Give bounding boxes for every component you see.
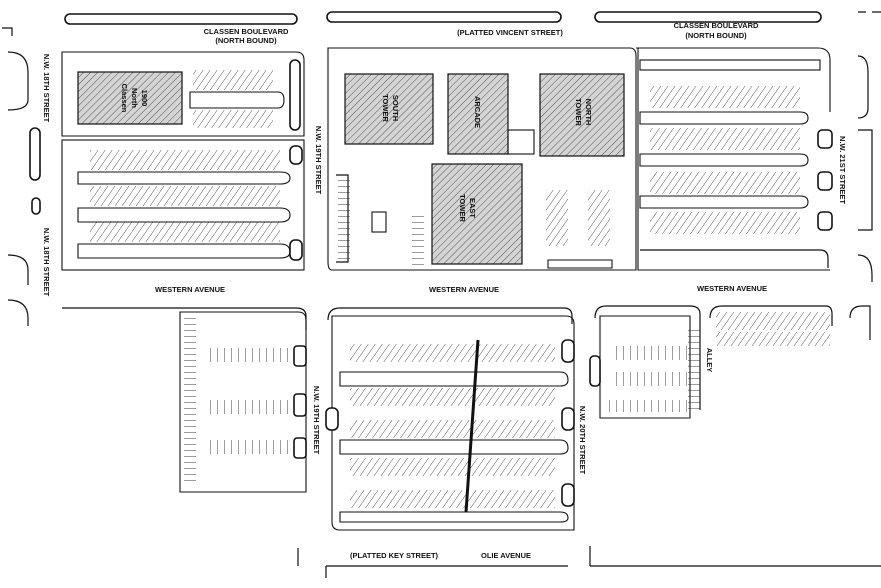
label-nw-19th-upper: N.W. 19TH STREET: [314, 126, 323, 195]
olie-avenue-medians: [297, 546, 881, 578]
western-avenue-medians: [62, 305, 871, 410]
block-south-central: [325, 315, 575, 531]
label-north-tower-line1: NORTH: [584, 99, 593, 126]
label-nw-19th-lower: N.W. 19TH STREET: [312, 386, 321, 455]
label-platted-key: (PLATTED KEY STREET): [350, 551, 439, 560]
block-west-middle: [61, 139, 305, 271]
label-nw-18th-upper: N.W. 18TH STREET: [42, 54, 51, 123]
label-olie-avenue: OLIE AVENUE: [481, 551, 531, 560]
label-nw-21st: N.W. 21ST STREET: [838, 136, 847, 204]
label-north: North: [130, 88, 139, 108]
label-western-west: WESTERN AVENUE: [155, 285, 225, 294]
building-1900-north-classen: [77, 71, 183, 125]
label-classen-east: CLASSEN BOULEVARD: [674, 21, 759, 30]
label-classen-west-north-bound: (NORTH BOUND): [215, 36, 277, 45]
label-south-tower-line1: SOUTH: [391, 95, 400, 121]
label-classen: Classen: [120, 84, 129, 113]
label-classen-east-north-bound: (NORTH BOUND): [685, 31, 747, 40]
label-north-tower-line2: TOWER: [574, 98, 583, 126]
classen-boulevard-medians: [64, 11, 881, 25]
label-nw-20th: N.W. 20TH STREET: [578, 406, 587, 475]
label-nw-18th-lower: N.W. 18TH STREET: [42, 228, 51, 297]
label-arcade: ARCADE: [473, 96, 482, 128]
label-platted-vincent: (PLATTED VINCENT STREET): [457, 28, 563, 37]
building-south-tower: [344, 73, 434, 145]
block-west-north: [61, 51, 305, 137]
label-east-tower-line2: TOWER: [458, 194, 467, 222]
label-western-mid: WESTERN AVENUE: [429, 285, 499, 294]
label-alley: ALLEY: [705, 348, 714, 373]
building-arcade: [447, 73, 509, 155]
building-east-tower: [431, 163, 523, 265]
block-east-north: [636, 47, 873, 282]
building-north-tower: [539, 73, 625, 157]
label-western-east: WESTERN AVENUE: [697, 284, 767, 293]
building-labels: 1900 North Classen SOUTH TOWER ARCADE NO…: [120, 84, 593, 223]
nw-18th-curbs: [2, 27, 41, 326]
block-towers: [327, 47, 637, 271]
block-south-west: [179, 311, 307, 493]
block-south-east: [589, 312, 830, 419]
label-east-tower-line1: EAST: [468, 198, 477, 218]
street-labels: CLASSEN BOULEVARD (NORTH BOUND) (PLATTED…: [42, 21, 847, 560]
label-classen-west: CLASSEN BOULEVARD: [204, 27, 289, 36]
label-1900: 1900: [140, 90, 149, 107]
label-south-tower-line2: TOWER: [381, 94, 390, 122]
